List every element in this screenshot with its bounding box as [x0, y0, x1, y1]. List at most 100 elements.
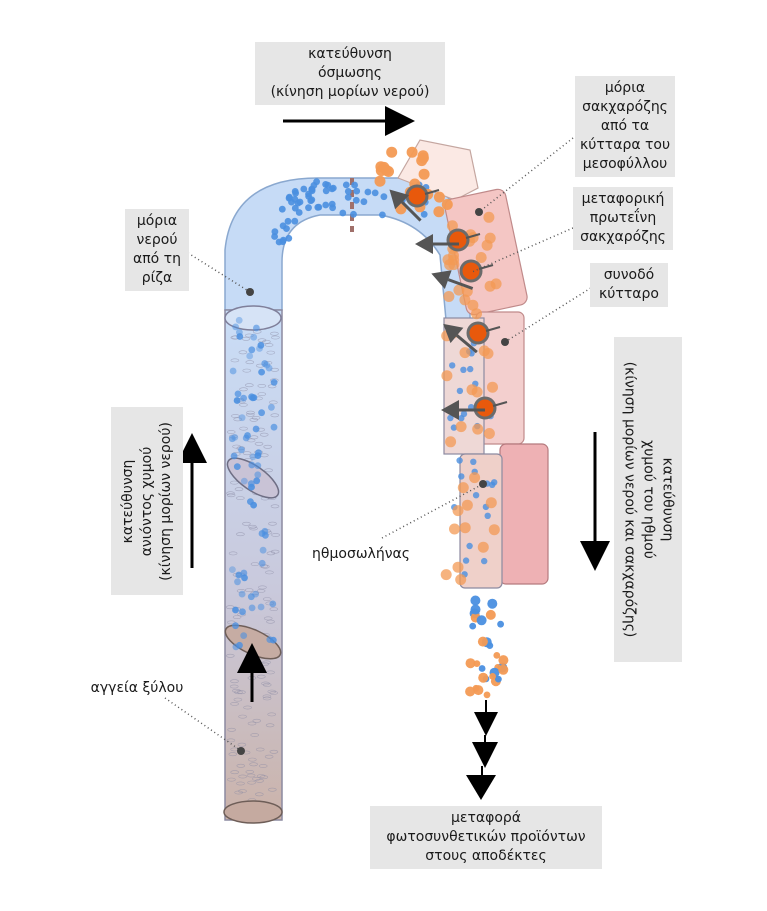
xylem-plate-4 — [223, 800, 283, 824]
texture-mark — [259, 432, 269, 437]
texture-mark — [265, 570, 274, 575]
molecule — [328, 185, 336, 193]
texture-mark — [262, 694, 272, 699]
molecule — [380, 193, 388, 201]
molecule — [232, 606, 239, 614]
texture-mark — [230, 679, 239, 684]
texture-mark — [246, 412, 255, 417]
molecule — [477, 636, 488, 647]
texture-mark — [254, 792, 264, 797]
texture-mark — [226, 653, 235, 658]
label-line: στους αποδέκτες — [425, 848, 547, 864]
molecule — [445, 436, 457, 448]
texture-mark — [242, 368, 252, 373]
molecule — [252, 425, 260, 433]
molecule — [484, 512, 491, 519]
texture-mark — [227, 777, 236, 782]
texture-mark — [271, 533, 280, 537]
export-arrow-1-icon — [474, 712, 498, 736]
texture-mark — [266, 619, 275, 624]
molecule — [469, 472, 481, 484]
molecule — [472, 423, 484, 435]
texture-mark — [228, 752, 238, 757]
texture-mark — [259, 775, 269, 780]
texture-mark — [255, 747, 265, 752]
molecule — [279, 222, 287, 230]
molecule — [449, 362, 456, 369]
grey-arrow-icon — [441, 400, 485, 420]
molecule — [234, 578, 241, 586]
molecule — [266, 636, 274, 643]
molecule — [477, 541, 489, 553]
molecule — [478, 665, 486, 672]
texture-mark — [239, 387, 248, 392]
molecule — [258, 368, 265, 376]
molecule — [230, 452, 238, 460]
molecule — [344, 193, 352, 201]
texture-mark — [256, 774, 266, 779]
texture-mark — [264, 468, 273, 473]
texture-mark — [251, 415, 261, 420]
molecule — [478, 672, 489, 683]
molecule — [452, 505, 464, 517]
water-molecules-label: μόρια νερού από τη ρίζα — [125, 209, 189, 291]
texture-mark — [249, 417, 259, 422]
texture-mark — [251, 777, 261, 781]
leader-dots — [237, 208, 509, 755]
molecule — [232, 622, 239, 630]
molecule — [240, 394, 248, 402]
molecule — [269, 600, 277, 608]
texture-mark — [245, 333, 254, 338]
texture-mark — [270, 367, 280, 372]
texture-mark — [250, 591, 259, 596]
texture-mark — [229, 684, 239, 689]
xylem-plate-1 — [224, 305, 282, 331]
molecule — [238, 414, 246, 422]
molecule — [483, 428, 495, 439]
molecule — [249, 394, 257, 402]
label-line: όσμωσης — [317, 65, 383, 81]
texture-mark — [247, 721, 257, 726]
molecule — [453, 284, 465, 296]
grey-arrow-icon — [431, 270, 474, 290]
grey-arrow-icon — [389, 189, 422, 222]
molecule — [441, 199, 453, 210]
texture-mark — [246, 410, 255, 415]
molecule — [308, 187, 316, 195]
texture-mark — [247, 780, 256, 785]
label-line: κατεύθυνση — [119, 459, 136, 543]
texture-mark — [262, 597, 272, 602]
molecule — [446, 220, 458, 232]
molecule — [416, 155, 428, 167]
texture-mark — [258, 585, 267, 590]
texture-mark — [238, 350, 248, 355]
label-line: μεταφορά — [450, 810, 522, 826]
label-line: κύτταρο — [599, 286, 659, 302]
texture-mark — [226, 738, 236, 743]
texture-mark — [264, 754, 274, 759]
molecule — [489, 673, 496, 680]
molecule — [238, 446, 245, 454]
label-line: χυμού του ηθμού — [640, 440, 657, 559]
molecule — [498, 664, 509, 675]
texture-mark — [242, 451, 252, 456]
texture-mark — [227, 727, 236, 732]
texture-mark — [239, 402, 248, 407]
texture-mark — [266, 350, 276, 355]
label-line: μεταφορική — [581, 191, 665, 207]
texture-mark — [226, 430, 236, 434]
label-line: ανιόντος χυμού — [138, 446, 155, 556]
texture-mark — [226, 491, 235, 496]
texture-mark — [248, 757, 257, 762]
molecule — [239, 608, 246, 616]
label-line: μόρια — [604, 80, 646, 96]
texture-mark — [236, 532, 245, 537]
label-line: ηθμοσωλήνας — [312, 546, 410, 562]
molecule — [433, 206, 445, 218]
texture-mark — [234, 790, 243, 795]
molecule — [328, 200, 336, 208]
texture-mark — [242, 521, 251, 526]
grey-arrow-icon — [415, 234, 459, 254]
texture-mark — [249, 526, 258, 531]
label-line: από τη — [133, 251, 181, 267]
